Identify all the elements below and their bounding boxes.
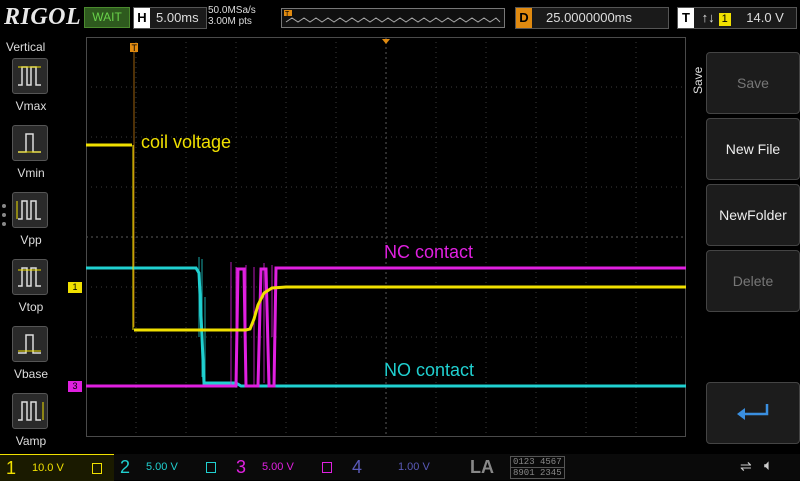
measure-vmax-button[interactable] xyxy=(12,58,48,94)
new-file-button[interactable]: New File xyxy=(706,118,800,180)
trigger-box[interactable]: T ↑↓1 14.0 V xyxy=(677,7,797,29)
ch3-coupling-icon xyxy=(322,462,332,473)
ch3-bounce xyxy=(230,262,273,386)
measure-label-vtop: Vtop xyxy=(18,300,44,314)
save-menu-title: Save xyxy=(691,66,705,94)
measure-label-vmax: Vmax xyxy=(15,99,47,113)
svg-text:T: T xyxy=(285,11,290,18)
ch3-scale: 5.00 V xyxy=(262,461,294,473)
center-delay-marker xyxy=(382,39,390,44)
ch2-scale: 5.00 V xyxy=(146,461,178,473)
vmin-icon xyxy=(18,133,41,153)
measure-label-vbase: Vbase xyxy=(13,367,49,381)
ch3-marker-label: 3 xyxy=(72,381,78,391)
usb-icon: ⇌ xyxy=(740,458,752,474)
ch2-bounce xyxy=(198,257,206,383)
memory-depth: 3.00M pts xyxy=(208,16,252,27)
top-status-bar: RIGOL WAIT H 5.00ms 50.0MSa/s 3.00M pts T… xyxy=(0,0,800,36)
ch1-tab[interactable]: 1 10.0 V xyxy=(0,454,114,481)
panel-title: Vertical xyxy=(6,40,46,54)
ch2-tab[interactable]: 2 5.00 V xyxy=(116,454,230,480)
vtop-icon xyxy=(18,267,41,287)
vmax-icon xyxy=(18,66,41,86)
save-menu-panel: Save Save New File NewFolder Delete xyxy=(686,36,800,454)
memory-position-bar[interactable]: T xyxy=(281,8,505,28)
la-label: LA xyxy=(470,457,494,477)
acquisition-info: 50.0MSa/s 3.00M pts xyxy=(208,5,256,27)
horizontal-key: H xyxy=(134,8,150,28)
timebase-value: 5.00ms xyxy=(156,10,199,25)
ch2-number: 2 xyxy=(120,457,131,477)
la-tab[interactable]: LA 0123 4567 8901 2345 xyxy=(466,454,606,480)
measure-label-vmin: Vmin xyxy=(17,166,45,180)
graticule-center xyxy=(86,37,686,437)
trigger-key: T xyxy=(678,8,694,28)
ch1-trace xyxy=(86,143,686,332)
memory-overview-icon: T xyxy=(284,10,501,23)
ch4-number: 4 xyxy=(352,457,363,477)
sample-rate: 50.0MSa/s xyxy=(208,5,256,16)
measure-vmin-button[interactable] xyxy=(12,125,48,161)
return-button[interactable] xyxy=(706,382,800,444)
ch1-marker-label: 1 xyxy=(72,282,78,292)
trigger-position-marker: T xyxy=(130,43,138,327)
no-contact-label: NO contact xyxy=(384,360,474,380)
ch2-trace xyxy=(86,266,686,388)
save-button[interactable]: Save xyxy=(706,52,800,114)
new-folder-button[interactable]: NewFolder xyxy=(706,184,800,246)
horizontal-timebase[interactable]: H 5.00ms xyxy=(133,7,207,29)
ch1-coupling-icon xyxy=(92,463,102,474)
delay-box[interactable]: D 25.0000000ms xyxy=(515,7,669,29)
delay-key: D xyxy=(516,8,532,28)
brand-logo: RIGOL xyxy=(4,4,82,30)
ch1-scale: 10.0 V xyxy=(32,462,64,474)
ch1-number: 1 xyxy=(6,458,17,478)
measurement-panel: Vertical Vmax Vmin Vpp Vtop Vbase Vamp xyxy=(0,36,58,454)
delay-value: 25.0000000ms xyxy=(546,10,633,25)
ch3-ground-marker[interactable]: 3 xyxy=(68,381,82,392)
measure-vpp-button[interactable] xyxy=(12,192,48,228)
speaker-muted-icon[interactable]: 🔈︎ xyxy=(764,457,774,474)
vpp-icon xyxy=(16,200,41,220)
measure-label-vamp: Vamp xyxy=(15,434,47,448)
measure-label-vpp: Vpp xyxy=(20,233,42,247)
vamp-icon xyxy=(18,401,44,421)
coil-voltage-label: coil voltage xyxy=(141,132,231,152)
ch3-number: 3 xyxy=(236,457,247,477)
measure-vbase-button[interactable] xyxy=(12,326,48,362)
ch4-scale: 1.00 V xyxy=(398,461,430,473)
svg-text:T: T xyxy=(132,43,138,53)
ch2-coupling-icon xyxy=(206,462,216,473)
return-arrow-icon xyxy=(737,404,769,420)
vbase-icon xyxy=(18,334,41,354)
trigger-source: 1 xyxy=(718,13,731,26)
waveform-display[interactable]: T coil voltage NC contact NO contact xyxy=(86,37,686,437)
ch3-tab[interactable]: 3 5.00 V xyxy=(232,454,346,480)
ch1-ground-marker[interactable]: 1 xyxy=(68,282,82,293)
ch3-trace xyxy=(86,266,686,388)
la-digits-bottom: 8901 2345 xyxy=(510,467,565,479)
run-status-badge[interactable]: WAIT xyxy=(84,7,130,28)
delete-button[interactable]: Delete xyxy=(706,250,800,312)
trigger-level: 14.0 V xyxy=(746,10,784,25)
measure-vamp-button[interactable] xyxy=(12,393,48,429)
nc-contact-label: NC contact xyxy=(384,242,473,262)
ch4-tab[interactable]: 4 1.00 V xyxy=(348,454,462,480)
measure-vtop-button[interactable] xyxy=(12,259,48,295)
edge-both-icon: ↑↓ xyxy=(701,10,715,25)
page-dots-icon xyxy=(2,204,6,226)
channel-bar: 1 10.0 V 2 5.00 V 3 5.00 V 4 1.00 V LA 0… xyxy=(0,454,800,481)
